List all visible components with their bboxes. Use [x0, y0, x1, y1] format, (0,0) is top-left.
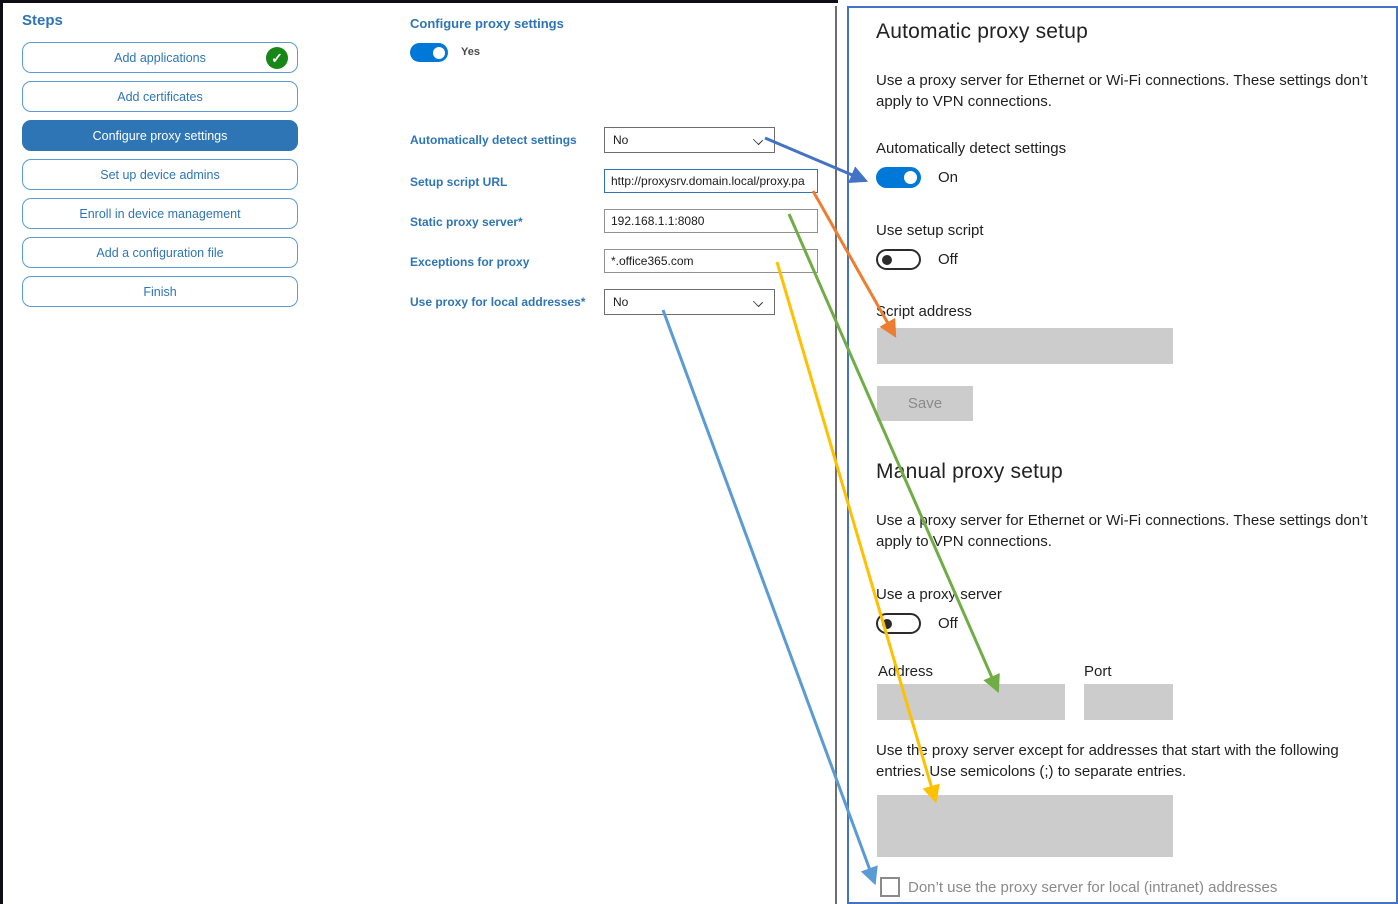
- completed-check-icon: ✓: [266, 47, 288, 69]
- static-proxy-server-input[interactable]: 192.168.1.1:8080: [604, 209, 818, 233]
- use-setup-script-toggle[interactable]: [876, 249, 921, 270]
- proxy-port-input[interactable]: [1084, 684, 1173, 720]
- window-border-top: [0, 0, 838, 3]
- step-enroll-device-management[interactable]: Enroll in device management: [22, 198, 298, 229]
- step-add-applications[interactable]: Add applications ✓: [22, 42, 298, 73]
- step-label: Add applications: [114, 50, 206, 65]
- arrow-local-addr-mapping: [661, 309, 878, 886]
- setup-script-url-label: Setup script URL: [410, 175, 508, 189]
- proxy-address-input[interactable]: [877, 684, 1065, 720]
- auto-detect-toggle-state: On: [938, 169, 959, 186]
- auto-detect-settings-toggle[interactable]: [876, 167, 921, 188]
- step-finish[interactable]: Finish: [22, 276, 298, 307]
- form-title: Configure proxy settings: [410, 16, 564, 31]
- use-proxy-server-label: Use a proxy server: [876, 586, 1002, 603]
- use-proxy-server-toggle[interactable]: [876, 613, 921, 634]
- step-set-up-device-admins[interactable]: Set up device admins: [22, 159, 298, 190]
- step-label: Enroll in device management: [79, 206, 241, 221]
- chevron-down-icon: [752, 134, 764, 146]
- use-setup-script-toggle-state: Off: [938, 251, 958, 268]
- step-add-certificates[interactable]: Add certificates: [22, 81, 298, 112]
- manual-proxy-setup-heading: Manual proxy setup: [876, 460, 1063, 483]
- window-border-left: [0, 0, 3, 904]
- step-label: Finish: [143, 284, 177, 299]
- exceptions-for-proxy-label: Exceptions for proxy: [410, 255, 530, 269]
- static-proxy-server-label: Static proxy server*: [410, 215, 523, 229]
- dropdown-value: No: [613, 295, 629, 309]
- use-proxy-server-toggle-state: Off: [938, 615, 958, 632]
- configure-proxy-toggle-state: Yes: [461, 46, 480, 58]
- save-button[interactable]: Save: [877, 386, 973, 421]
- toggle-knob: [882, 618, 892, 629]
- steps-panel-title: Steps: [22, 12, 63, 29]
- input-value: *.office365.com: [611, 254, 694, 268]
- automatic-proxy-description: Use a proxy server for Ethernet or Wi-Fi…: [876, 72, 1368, 110]
- automatic-proxy-setup-heading: Automatic proxy setup: [876, 20, 1088, 43]
- use-setup-script-label: Use setup script: [876, 222, 984, 239]
- input-value: 192.168.1.1:8080: [611, 214, 705, 228]
- step-label: Set up device admins: [100, 167, 220, 182]
- panel-divider: [835, 6, 837, 904]
- local-addresses-checkbox-label: Don’t use the proxy server for local (in…: [908, 879, 1278, 896]
- script-address-input[interactable]: [877, 328, 1173, 364]
- toggle-knob: [904, 171, 917, 184]
- step-label: Configure proxy settings: [92, 128, 228, 143]
- step-configure-proxy-settings[interactable]: Configure proxy settings: [22, 120, 298, 151]
- local-addresses-checkbox[interactable]: [880, 877, 900, 897]
- input-value: http://proxysrv.domain.local/proxy.pa: [611, 174, 805, 188]
- toggle-knob: [882, 254, 892, 265]
- use-proxy-local-dropdown[interactable]: No: [604, 289, 775, 315]
- auto-detect-settings-setting-label: Automatically detect settings: [876, 140, 1067, 157]
- chevron-down-icon: [752, 296, 764, 308]
- auto-detect-settings-label: Automatically detect settings: [410, 133, 577, 147]
- step-add-configuration-file[interactable]: Add a configuration file: [22, 237, 298, 268]
- toggle-knob: [433, 46, 445, 59]
- configure-proxy-toggle[interactable]: [410, 43, 448, 62]
- auto-detect-settings-dropdown[interactable]: No: [604, 127, 775, 153]
- proxy-exceptions-textarea[interactable]: [877, 795, 1173, 857]
- use-proxy-local-label: Use proxy for local addresses*: [410, 295, 586, 309]
- step-label: Add certificates: [117, 89, 203, 104]
- step-label: Add a configuration file: [96, 245, 224, 260]
- proxy-exceptions-description: Use the proxy server except for addresse…: [876, 742, 1339, 780]
- dropdown-value: No: [613, 133, 629, 147]
- exceptions-for-proxy-input[interactable]: *.office365.com: [604, 249, 818, 273]
- port-label: Port: [1084, 663, 1112, 680]
- manual-proxy-description: Use a proxy server for Ethernet or Wi-Fi…: [876, 512, 1368, 550]
- script-address-label: Script address: [876, 303, 972, 320]
- setup-script-url-input[interactable]: http://proxysrv.domain.local/proxy.pa: [604, 169, 818, 193]
- address-label: Address: [878, 663, 934, 680]
